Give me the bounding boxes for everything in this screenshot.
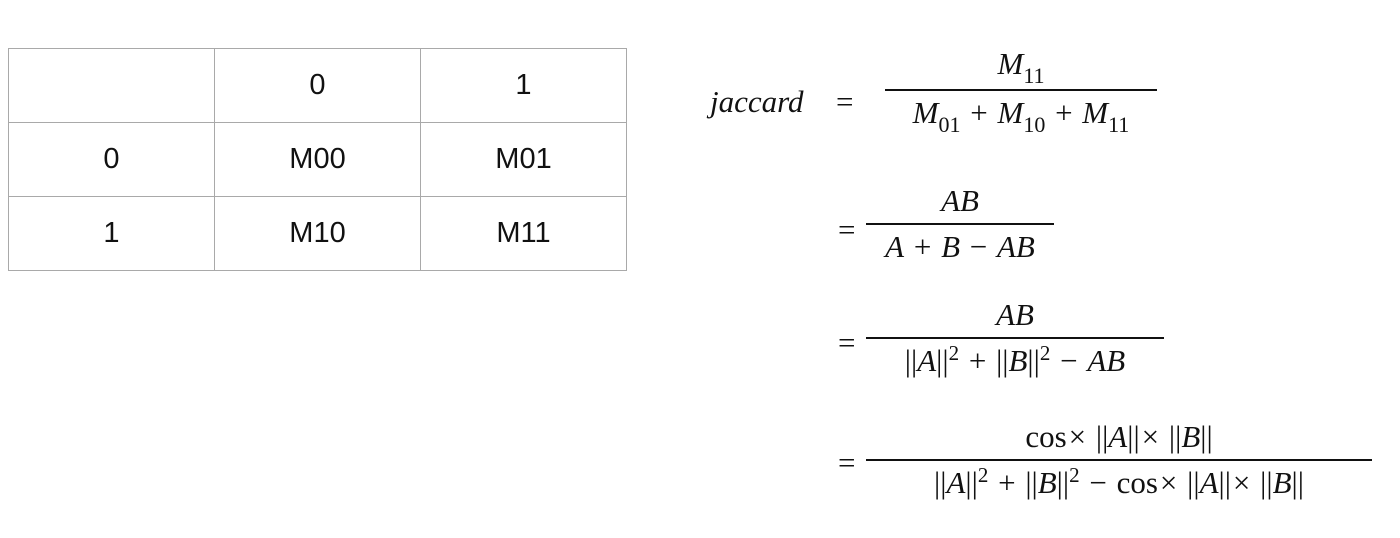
jaccard-label: jaccard: [710, 84, 804, 119]
norm-bars: ||: [934, 465, 947, 500]
minus-op: −: [1089, 465, 1107, 500]
equals-sign-2: =: [838, 212, 856, 247]
equals-sign-1: =: [836, 84, 854, 119]
cos-func: cos: [1025, 419, 1067, 454]
fraction-step-3-denominator: ||A||2 + ||B||2 − AB: [904, 341, 1126, 382]
times-op: ×: [1068, 419, 1087, 454]
fraction-step-3-numerator: AB: [996, 297, 1034, 332]
fraction-step-1-denominator: M01 + M10 + M11: [912, 95, 1130, 137]
fraction-step-1-numerator: M11: [997, 46, 1045, 88]
var-m: M: [1082, 95, 1109, 130]
var-a: A: [1199, 465, 1219, 500]
norm-bars: ||: [904, 343, 918, 378]
plus-op: +: [913, 229, 932, 264]
times-op: ×: [1141, 419, 1160, 454]
table-cell-m11: M11: [420, 196, 627, 271]
table-cell-m10: M10: [214, 196, 421, 271]
fraction-step-4: cos× ||A||× ||B|| ||A||2 + ||B||2 − cos×…: [866, 419, 1372, 504]
subscript: 11: [1023, 63, 1045, 88]
fraction-bar: [866, 337, 1164, 339]
minus-op: −: [969, 229, 988, 264]
minus-op: −: [1060, 343, 1078, 378]
fraction-bar: [866, 223, 1054, 225]
plus-op: +: [998, 465, 1016, 500]
norm-bars: ||: [1056, 465, 1070, 500]
var-m: M: [997, 95, 1024, 130]
fraction-step-2-denominator: A + B − AB: [885, 229, 1035, 265]
var-ab: AB: [1087, 343, 1126, 378]
fraction-bar: [885, 89, 1157, 91]
fraction-bar: [866, 459, 1372, 461]
equals-sign-4: =: [838, 445, 856, 480]
norm-bars: ||: [1187, 465, 1200, 500]
subscript: 11: [1108, 112, 1130, 137]
fraction-step-4-numerator: cos× ||A||× ||B||: [1025, 419, 1212, 455]
var-b: B: [1181, 419, 1201, 454]
superscript: 2: [1069, 463, 1080, 487]
fraction-step-3: AB ||A||2 + ||B||2 − AB: [866, 297, 1164, 382]
fraction-step-4-denominator: ||A||2 + ||B||2 − cos× ||A||× ||B||: [934, 463, 1304, 504]
superscript: 2: [1039, 341, 1051, 365]
var-m: M: [912, 95, 939, 130]
fraction-step-2-numerator: AB: [941, 183, 979, 218]
superscript: 2: [977, 463, 989, 487]
superscript: 2: [948, 341, 960, 365]
norm-bars: ||: [1260, 465, 1273, 500]
var-m: M: [997, 46, 1024, 81]
var-a: A: [1108, 419, 1128, 454]
times-op: ×: [1159, 465, 1178, 500]
norm-bars: ||: [1218, 465, 1231, 500]
equals-sign-3: =: [838, 325, 856, 360]
var-a: A: [885, 229, 905, 264]
norm-bars: ||: [1027, 343, 1040, 378]
norm-bars: ||: [996, 343, 1009, 378]
norm-bars: ||: [936, 343, 949, 378]
confusion-matrix-table: 0 1 0 M00 M01 1 M10 M11: [8, 48, 627, 271]
table-row: 1 M10 M11: [8, 196, 627, 271]
plus-op: +: [968, 343, 987, 378]
subscript: 10: [1023, 112, 1046, 137]
formula-lhs: jaccard: [710, 84, 804, 120]
plus-op: +: [1055, 95, 1073, 130]
subscript: 01: [938, 112, 961, 137]
norm-bars: ||: [1025, 465, 1038, 500]
var-b: B: [1008, 343, 1028, 378]
table-row-label-1: 1: [8, 196, 215, 271]
var-b: B: [1037, 465, 1057, 500]
fraction-step-1: M11 M01 + M10 + M11: [885, 46, 1157, 137]
var-b: B: [941, 229, 960, 264]
norm-bars: ||: [1168, 419, 1182, 454]
var-ab: AB: [996, 229, 1035, 264]
norm-bars: ||: [965, 465, 978, 500]
times-op: ×: [1232, 465, 1251, 500]
norm-bars: ||: [1127, 419, 1140, 454]
plus-op: +: [970, 95, 988, 130]
norm-bars: ||: [1200, 419, 1213, 454]
table-row-label-0: 0: [8, 122, 215, 197]
norm-bars: ||: [1095, 419, 1109, 454]
var-b: B: [1272, 465, 1292, 500]
var-a: A: [946, 465, 966, 500]
var-a: A: [917, 343, 937, 378]
cos-func: cos: [1116, 465, 1158, 500]
norm-bars: ||: [1291, 465, 1304, 500]
table-header-cell-empty: [8, 48, 215, 123]
table-row: 0 M00 M01: [8, 122, 627, 197]
fraction-step-2: AB A + B − AB: [866, 183, 1054, 265]
